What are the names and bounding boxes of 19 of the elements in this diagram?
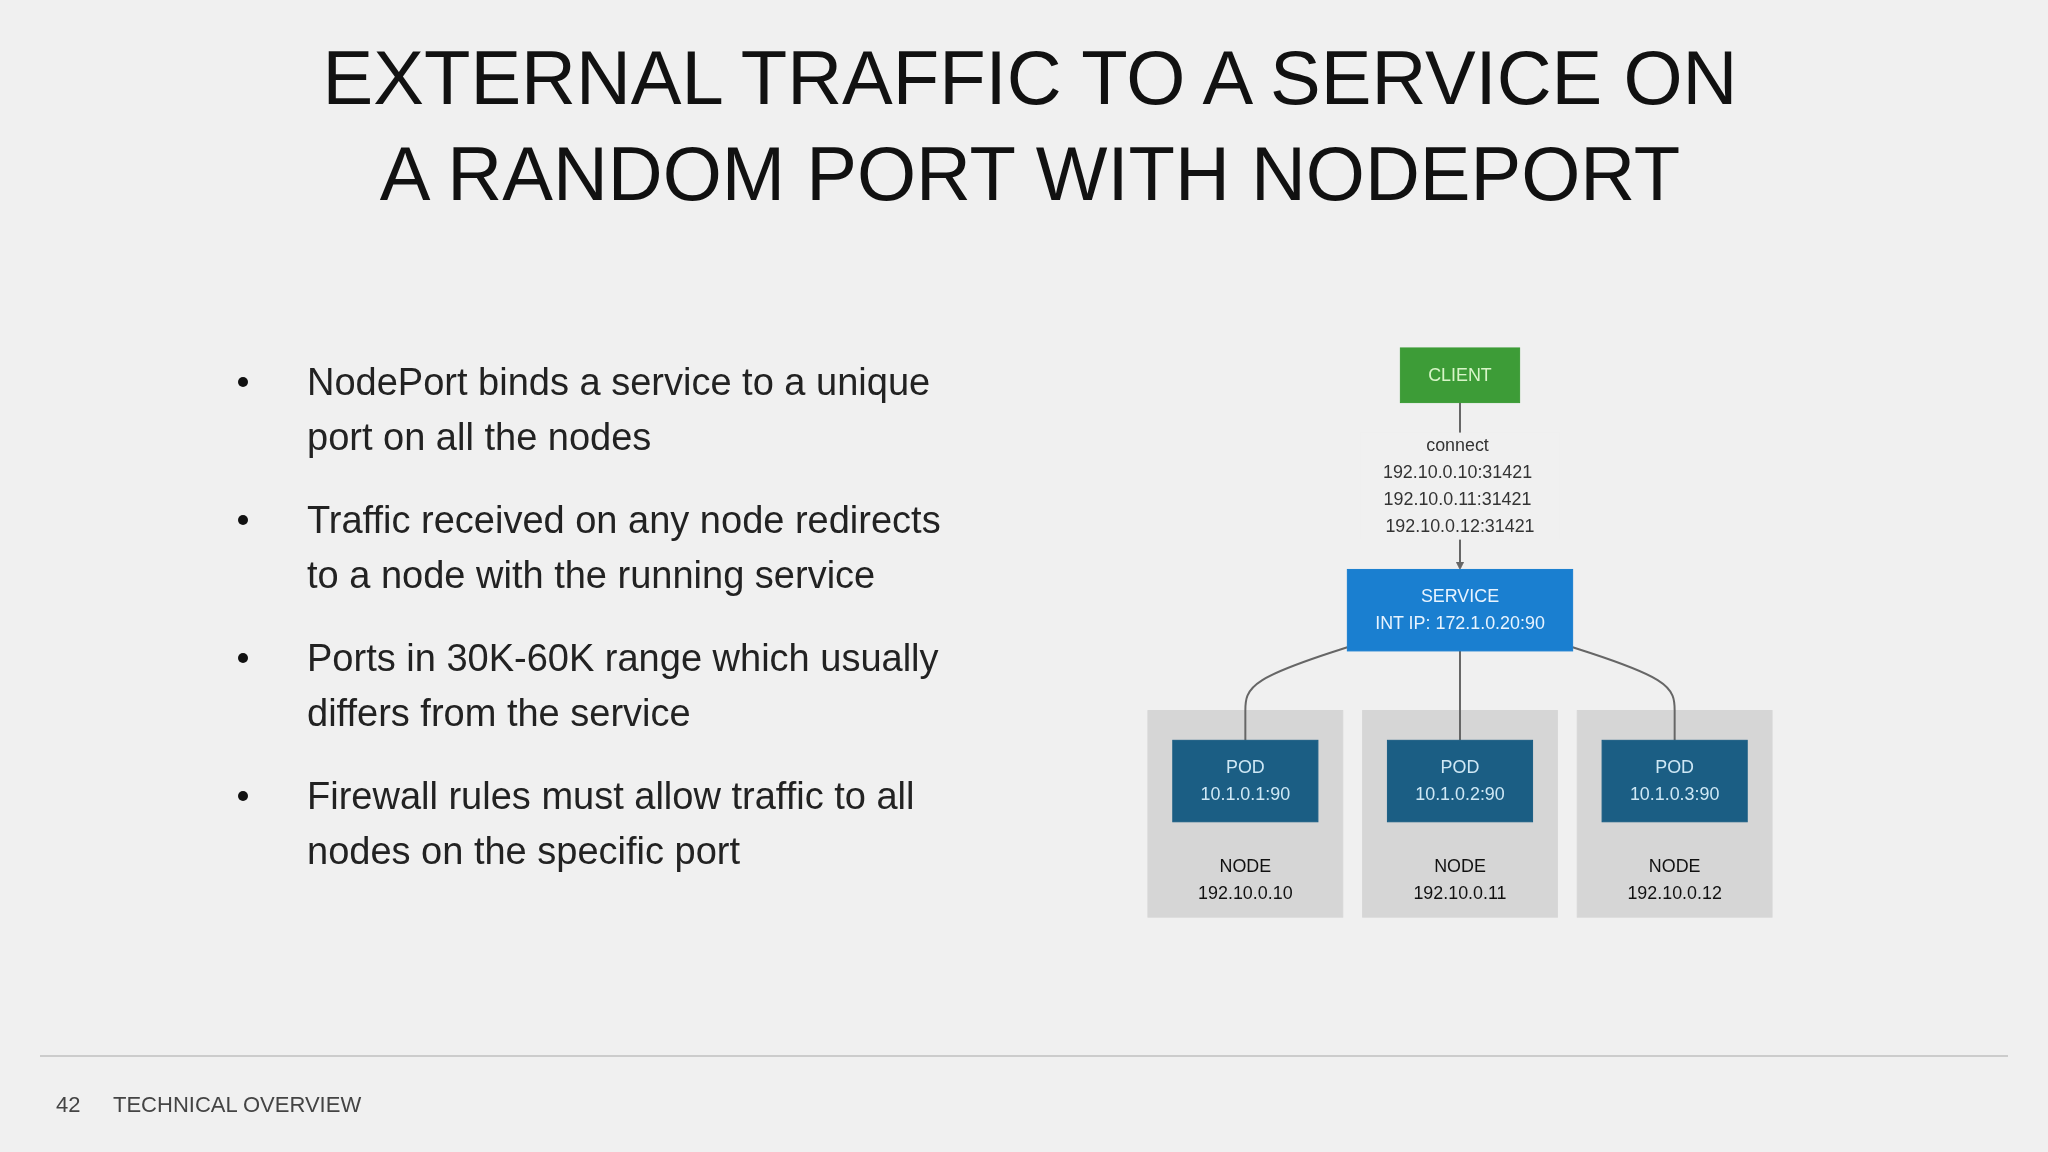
bullet-text: Ports in 30K-60K range which usually differs from the service <box>307 636 940 736</box>
connector <box>1571 646 1676 742</box>
cluster <box>1576 710 1773 918</box>
bullet-text: NodePort binds a service to a unique port on all the nodes <box>307 360 932 460</box>
footer-text: TECHNICAL OVERVIEW <box>113 1092 362 1118</box>
connector <box>1459 649 1461 742</box>
bullet-text: Firewall rules must allow traffic to all nodes on the specific port <box>307 774 916 874</box>
node-box <box>1346 568 1574 652</box>
node-box <box>1386 739 1534 823</box>
connector <box>1244 646 1349 742</box>
node-box <box>1172 739 1319 823</box>
node-box <box>1399 347 1521 404</box>
slide-title: EXTERNAL TRAFFIC TO A SERVICE ON A RANDOM PORT WITH NODEPORT <box>321 34 1739 218</box>
cluster <box>1362 710 1558 918</box>
network-diagram: NODE 192.10.0.10 NODE 192.10.0.11 NODE 192.10.0.12 connect 192.10.0.10:31421 192.10.0.11:31421 192.10.0.12:31421 CLIENT SERVICE INT IP: 172.1.0.20:90 POD 10.1.0.3:90 POD 10.1.0.2:90 POD 10.1.0.1:90 <box>1140 340 1780 926</box>
node-box <box>1601 739 1748 823</box>
page-number: 42 <box>56 1092 81 1118</box>
cluster <box>1147 710 1344 918</box>
bullet-text: Traffic received on any node redirects to a node with the running service <box>307 498 942 598</box>
